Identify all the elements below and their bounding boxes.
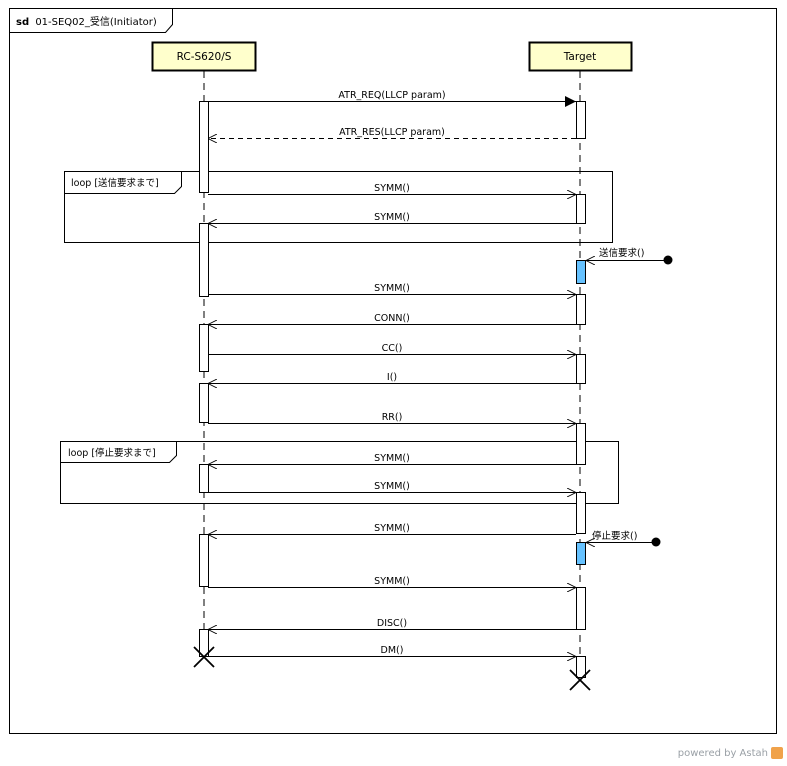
message-conn[interactable]: CONN() (208, 313, 576, 325)
message-dm[interactable]: DM() (208, 645, 576, 657)
message-label: I() (387, 372, 397, 383)
message-disc[interactable]: DISC() (208, 618, 576, 630)
message-label: DM() (381, 645, 404, 656)
message-symm-6[interactable]: SYMM() (208, 523, 576, 535)
activation-bar (199, 223, 209, 297)
frame-title: sd 01-SEQ02_受信(Initiator) (16, 16, 157, 28)
message-label: CONN() (374, 313, 410, 324)
message-label: CC() (382, 343, 403, 354)
message-label: SYMM() (374, 283, 410, 294)
message-label: ATR_RES(LLCP param) (339, 127, 445, 138)
lifeline-head-target[interactable] (528, 41, 633, 72)
message-i[interactable]: I() (208, 372, 576, 384)
activations-rc (199, 101, 209, 657)
astah-logo-icon (771, 747, 783, 759)
lifeline-head-rc[interactable] (151, 41, 257, 72)
message-found-stop-request[interactable]: 停止要求() (586, 530, 661, 547)
activation-bar (576, 354, 586, 384)
activation-bar (576, 294, 586, 325)
loop-fragment-1 (64, 171, 613, 243)
message-atr-res[interactable]: ATR_RES(LLCP param) (208, 127, 576, 139)
watermark-text: powered by Astah (677, 747, 768, 759)
activation-bar (199, 383, 209, 423)
message-label: SYMM() (374, 481, 410, 492)
destroy-marker-icon (569, 669, 591, 691)
message-label: ATR_REQ(LLCP param) (338, 90, 445, 101)
message-label: RR() (382, 412, 403, 423)
message-label: 送信要求() (599, 247, 644, 259)
activation-bar-highlight (576, 260, 586, 284)
message-symm-7[interactable]: SYMM() (208, 576, 576, 588)
loop-fragment-2-tab (60, 441, 177, 463)
message-label: 停止要求() (592, 530, 637, 542)
activation-bar (199, 534, 209, 587)
activation-bar (576, 101, 586, 139)
message-label: SYMM() (374, 576, 410, 587)
activation-bar (199, 629, 209, 657)
activation-bar (576, 423, 586, 465)
message-symm-3[interactable]: SYMM() (208, 283, 576, 295)
loop-fragment-2 (60, 441, 619, 504)
message-symm-5[interactable]: SYMM() (208, 481, 576, 493)
activation-bar (199, 324, 209, 372)
frame-title-tab (9, 8, 173, 33)
activation-bar (576, 492, 586, 534)
loop-fragment-2-label: loop [停止要求まで] (68, 447, 156, 459)
destroy-marker-icon (193, 646, 215, 668)
activations-target (576, 101, 586, 678)
loop-fragment-1-label: loop [送信要求まで] (71, 177, 159, 189)
message-atr-req[interactable]: ATR_REQ(LLCP param) (208, 90, 576, 107)
message-label: SYMM() (374, 212, 410, 223)
message-rr[interactable]: RR() (208, 412, 576, 424)
message-symm-1[interactable]: SYMM() (208, 183, 576, 195)
message-label: DISC() (377, 618, 407, 629)
activation-bar (199, 101, 209, 193)
lifeline-label-rc: RC-S620/S (177, 51, 232, 63)
message-found-send-request[interactable]: 送信要求() (586, 247, 673, 265)
lifeline-label-target: Target (563, 51, 596, 63)
activation-bar (576, 656, 586, 678)
activation-bar (576, 194, 586, 224)
activation-bar (199, 464, 209, 493)
activation-bar-highlight (576, 542, 586, 565)
message-label: SYMM() (374, 523, 410, 534)
message-symm-4[interactable]: SYMM() (208, 453, 576, 465)
message-label: SYMM() (374, 183, 410, 194)
message-symm-2[interactable]: SYMM() (208, 212, 576, 224)
loop-fragment-1-tab (64, 171, 182, 194)
watermark: powered by Astah (678, 747, 783, 759)
message-label: SYMM() (374, 453, 410, 464)
message-cc[interactable]: CC() (208, 343, 576, 355)
frame-border (9, 8, 777, 734)
activation-bar (576, 587, 586, 630)
